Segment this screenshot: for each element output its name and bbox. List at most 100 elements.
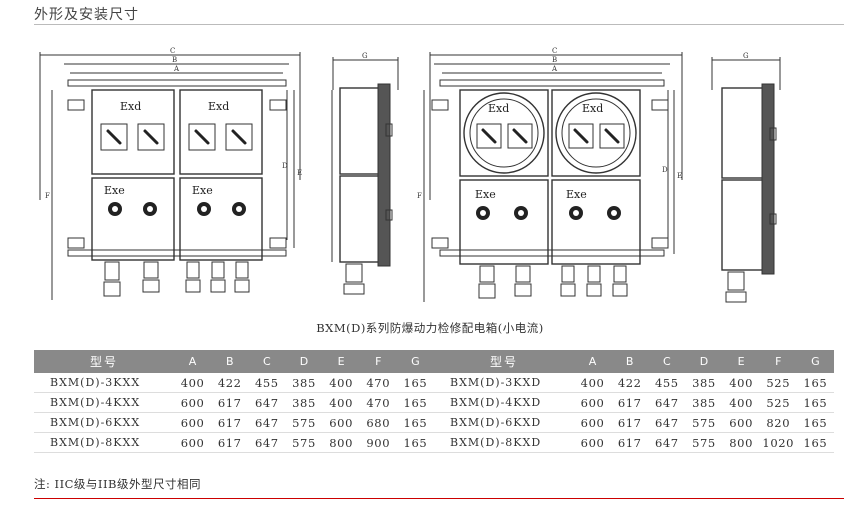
dim-c-right: C	[552, 47, 557, 55]
value-cell: 455	[248, 373, 286, 393]
value-cell: 800	[322, 432, 360, 453]
exe-label: Exe	[475, 188, 496, 201]
col-header: A	[573, 350, 612, 373]
value-cell: 385	[285, 392, 323, 413]
value-cell: 575	[685, 412, 723, 433]
value-cell: 385	[685, 373, 723, 393]
model-cell: BXM(D)-8KXX	[34, 432, 174, 453]
col-header: C	[248, 350, 286, 373]
value-cell: 575	[285, 432, 323, 453]
dim-a-right: A	[551, 65, 558, 73]
dim-c-left: C	[170, 47, 175, 55]
value-cell: 617	[611, 432, 649, 453]
exe-label: Exe	[104, 184, 125, 197]
value-cell: 400	[722, 392, 760, 413]
exe-label: Exe	[192, 184, 213, 197]
col-header: D	[685, 350, 723, 373]
col-header: B	[611, 350, 649, 373]
col-header: E	[722, 350, 760, 373]
value-cell: 647	[648, 392, 686, 413]
exd-label: Exd	[120, 100, 141, 113]
exd-label: Exd	[488, 102, 509, 115]
model-header: 型号	[34, 350, 174, 373]
dim-g-right: G	[743, 52, 749, 60]
value-cell: 600	[573, 412, 612, 433]
value-cell: 165	[796, 412, 834, 433]
value-cell: 600	[573, 392, 612, 413]
spec-header-row: 型号 A B C D E F G 型号 A B C D E F G	[34, 350, 834, 373]
value-cell: 165	[396, 392, 434, 413]
value-cell: 400	[174, 373, 212, 393]
value-cell: 525	[759, 392, 797, 413]
col-header: F	[359, 350, 397, 373]
value-cell: 470	[359, 373, 397, 393]
value-cell: 600	[174, 412, 212, 433]
model-cell: BXM(D)-6KXX	[34, 412, 174, 433]
dim-g-left: G	[362, 52, 368, 60]
dim-b-right: B	[552, 56, 557, 64]
dim-f-right: F	[417, 192, 422, 200]
value-cell: 400	[573, 373, 612, 393]
value-cell: 647	[248, 432, 286, 453]
value-cell: 1020	[759, 432, 797, 453]
value-cell: 165	[396, 432, 434, 453]
col-header: G	[796, 350, 834, 373]
footnote: 注: IIC级与IIB级外型尺寸相同	[34, 477, 201, 491]
col-header: G	[396, 350, 434, 373]
value-cell: 600	[174, 392, 212, 413]
value-cell: 470	[359, 392, 397, 413]
value-cell: 617	[611, 412, 649, 433]
value-cell: 165	[396, 412, 434, 433]
value-cell: 647	[648, 412, 686, 433]
model-cell: BXM(D)-4KXD	[433, 392, 574, 413]
col-header: E	[322, 350, 360, 373]
value-cell: 680	[359, 412, 397, 433]
value-cell: 600	[174, 432, 212, 453]
exe-label: Exe	[566, 188, 587, 201]
value-cell: 900	[359, 432, 397, 453]
dim-b-left: B	[172, 56, 177, 64]
spec-table: 型号 A B C D E F G 型号 A B C D E F G BXM(D)…	[34, 350, 834, 453]
exd-label: Exd	[208, 100, 229, 113]
value-cell: 385	[685, 392, 723, 413]
value-cell: 600	[322, 412, 360, 433]
value-cell: 165	[796, 373, 834, 393]
value-cell: 617	[211, 432, 249, 453]
value-cell: 647	[248, 392, 286, 413]
value-cell: 400	[322, 373, 360, 393]
value-cell: 400	[722, 373, 760, 393]
value-cell: 647	[648, 432, 686, 453]
model-cell: BXM(D)-4KXX	[34, 392, 174, 413]
value-cell: 165	[796, 392, 834, 413]
value-cell: 617	[211, 392, 249, 413]
value-cell: 575	[685, 432, 723, 453]
col-header: C	[648, 350, 686, 373]
dim-e-left: E	[297, 169, 302, 177]
value-cell: 165	[396, 373, 434, 393]
value-cell: 617	[211, 412, 249, 433]
value-cell: 400	[322, 392, 360, 413]
dim-f-left: F	[45, 192, 50, 200]
value-cell: 165	[796, 432, 834, 453]
value-cell: 525	[759, 373, 797, 393]
value-cell: 422	[211, 373, 249, 393]
dim-d-left: D	[282, 162, 288, 170]
col-header: F	[759, 350, 797, 373]
model-cell: BXM(D)-3KXD	[433, 373, 574, 393]
model-header: 型号	[433, 350, 574, 373]
dim-e-right: E	[677, 172, 682, 180]
model-cell: BXM(D)-6KXD	[433, 412, 574, 433]
dim-d-right: D	[662, 166, 668, 174]
dimension-drawing: C B A D E F G C B A D E F G Exd Exd Exd …	[39, 47, 781, 303]
value-cell: 385	[285, 373, 323, 393]
value-cell: 600	[573, 432, 612, 453]
value-cell: 455	[648, 373, 686, 393]
model-cell: BXM(D)-3KXX	[34, 373, 174, 393]
value-cell: 617	[611, 392, 649, 413]
value-cell: 820	[759, 412, 797, 433]
value-cell: 575	[285, 412, 323, 433]
